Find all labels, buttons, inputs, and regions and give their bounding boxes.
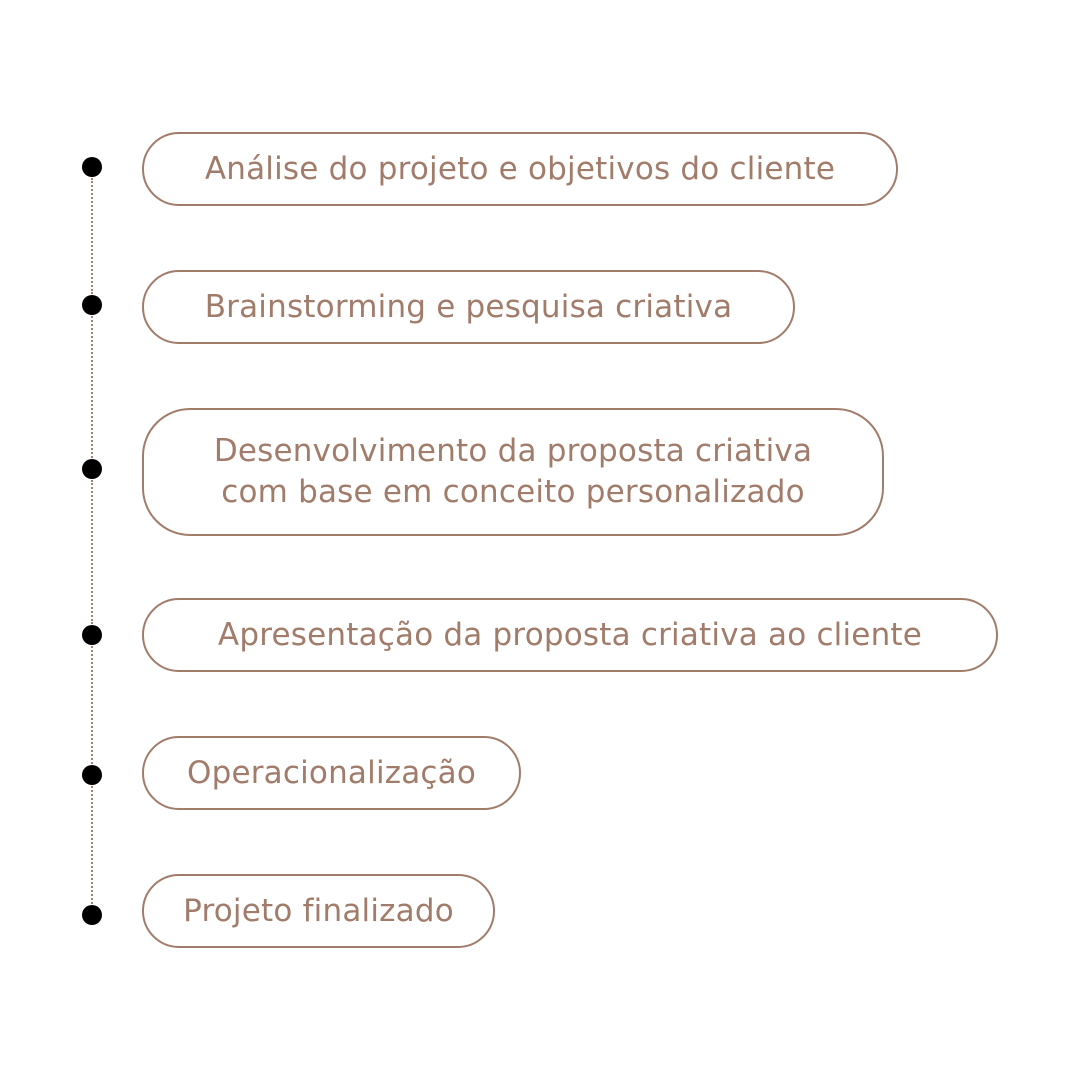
step-box: Brainstorming e pesquisa criativa — [142, 270, 795, 344]
timeline-dot — [82, 765, 102, 785]
timeline-dot — [82, 157, 102, 177]
step-box: Desenvolvimento da proposta criativa com… — [142, 408, 884, 536]
timeline-dot — [82, 295, 102, 315]
timeline-connector — [91, 316, 93, 458]
step-label: Desenvolvimento da proposta criativa com… — [213, 433, 813, 510]
step-label: Análise do projeto e objetivos do client… — [204, 150, 836, 187]
timeline-connector — [91, 480, 93, 624]
timeline-connector — [91, 786, 93, 904]
timeline-connector — [91, 178, 93, 294]
step-label: Projeto finalizado — [183, 892, 454, 929]
step-label: Operacionalização — [186, 754, 477, 791]
step-label: Brainstorming e pesquisa criativa — [204, 288, 733, 325]
step-box: Projeto finalizado — [142, 874, 495, 948]
step-label: Apresentação da proposta criativa ao cli… — [217, 616, 923, 653]
step-box: Apresentação da proposta criativa ao cli… — [142, 598, 998, 672]
step-box: Operacionalização — [142, 736, 521, 810]
timeline-dot — [82, 625, 102, 645]
timeline-dot — [82, 459, 102, 479]
step-box: Análise do projeto e objetivos do client… — [142, 132, 898, 206]
timeline-connector — [91, 646, 93, 764]
timeline-dot — [82, 905, 102, 925]
